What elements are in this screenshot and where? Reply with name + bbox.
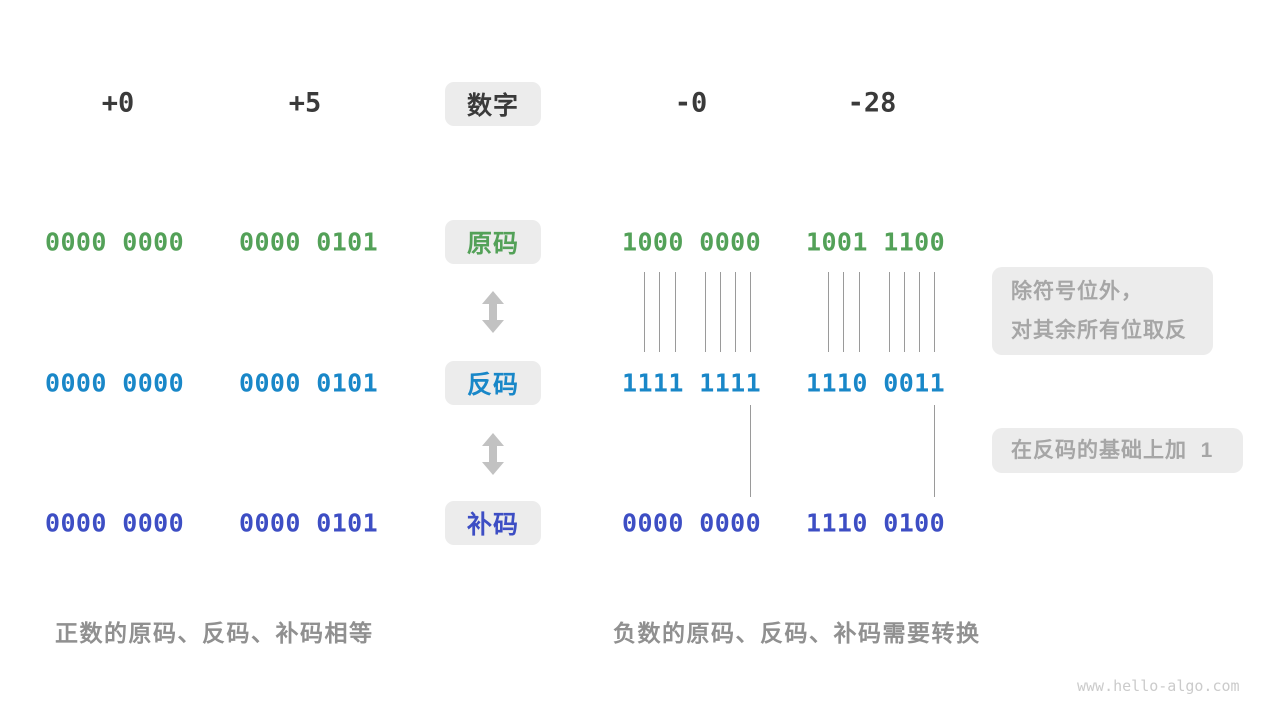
watermark: www.hello-algo.com [1077, 677, 1240, 695]
binary-value: 0000 0101 [239, 368, 379, 398]
invert-note-line2: 对其余所有位取反 [1011, 319, 1187, 342]
bit-tick-line [675, 272, 676, 352]
binary-value: 1110 0100 [806, 508, 946, 538]
twos-complement-chip: 补码 [445, 501, 541, 545]
bit-tick-line [934, 272, 935, 352]
number-header-label: 数字 [466, 92, 519, 120]
column-header-minus-0: -0 [674, 87, 708, 119]
binary-value: 0000 0000 [45, 227, 185, 257]
sign-magnitude-chip: 原码 [445, 220, 541, 264]
invert-note: 除符号位外， 对其余所有位取反 [992, 267, 1213, 355]
binary-value: 1111 1111 [622, 368, 762, 398]
updown-arrow-icon [482, 433, 504, 475]
bit-tick-line [828, 272, 829, 352]
bit-tick-line [750, 405, 751, 497]
binary-value: 0000 0000 [622, 508, 762, 538]
binary-value: 0000 0000 [45, 368, 185, 398]
bit-tick-line [750, 272, 751, 352]
bit-tick-line [659, 272, 660, 352]
bit-tick-line [843, 272, 844, 352]
binary-value: 1110 0011 [806, 368, 946, 398]
column-header-minus-28: -28 [847, 87, 897, 119]
twos-complement-label: 补码 [466, 511, 519, 539]
bit-tick-line [720, 272, 721, 352]
binary-value: 1000 0000 [622, 227, 762, 257]
binary-value: 0000 0000 [45, 508, 185, 538]
ones-complement-label: 反码 [466, 371, 519, 399]
bit-tick-line [904, 272, 905, 352]
positive-caption: 正数的原码、反码、补码相等 [55, 620, 374, 646]
bit-tick-line [934, 405, 935, 497]
sign-magnitude-label: 原码 [466, 230, 519, 258]
binary-value: 0000 0101 [239, 508, 379, 538]
bit-tick-line [859, 272, 860, 352]
invert-note-line1: 除符号位外， [1011, 280, 1143, 303]
bit-tick-line [644, 272, 645, 352]
bit-tick-line [705, 272, 706, 352]
negative-caption: 负数的原码、反码、补码需要转换 [613, 620, 981, 646]
bit-tick-line [735, 272, 736, 352]
updown-arrow-icon [482, 291, 504, 333]
number-header-chip: 数字 [445, 82, 541, 126]
binary-value: 1001 1100 [806, 227, 946, 257]
binary-value: 0000 0101 [239, 227, 379, 257]
column-header-plus-5: +5 [288, 87, 322, 119]
column-header-plus-0: +0 [101, 87, 135, 119]
add-one-note-text: 在反码的基础上加 1 [1011, 439, 1214, 462]
add-one-note: 在反码的基础上加 1 [992, 428, 1243, 473]
bit-tick-line [919, 272, 920, 352]
bit-tick-line [889, 272, 890, 352]
ones-complement-chip: 反码 [445, 361, 541, 405]
